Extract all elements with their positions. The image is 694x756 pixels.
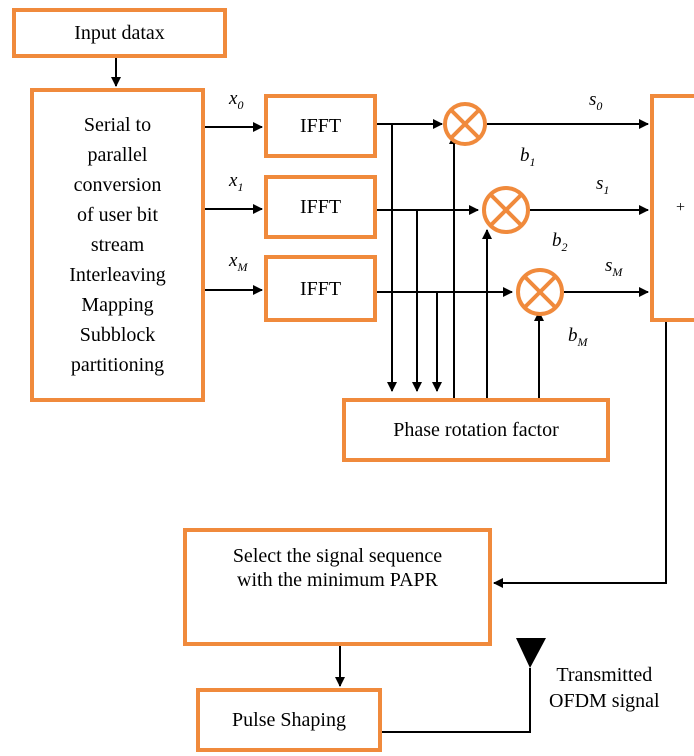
serial-to-parallel-box: Serial to parallel conversion of user bi… <box>30 88 205 402</box>
ifft-label-m: IFFT <box>299 277 342 300</box>
transmitted-ofdm-label: Transmitted OFDM signal <box>549 664 660 712</box>
b1-label: b1 <box>520 145 536 169</box>
ifft-box-0: IFFT <box>264 94 377 158</box>
serial-to-parallel-label: Serial to parallel conversion of user bi… <box>69 114 166 376</box>
b2-label: b2 <box>552 230 568 254</box>
ifft-box-1: IFFT <box>264 175 377 239</box>
line-pulse-to-antenna <box>382 668 531 733</box>
ifft-box-m: IFFT <box>264 255 377 322</box>
ifft-label-0: IFFT <box>299 115 342 137</box>
bm-label: bM <box>568 325 588 349</box>
s1-label: s1 <box>596 173 610 197</box>
summation-label: + <box>676 199 686 216</box>
pulse-shaping-label: Pulse Shaping <box>232 709 346 731</box>
sm-label: sM <box>605 255 623 279</box>
ifft-label-1: IFFT <box>299 196 342 218</box>
input-data-label: Input datax <box>74 22 165 44</box>
select-min-papr-label: Select the signal sequence with the mini… <box>232 545 443 591</box>
x1-label: x1 <box>229 170 244 194</box>
pulse-shaping-box: Pulse Shaping <box>196 688 382 752</box>
phase-rotation-box: Phase rotation factor <box>342 398 610 462</box>
arrow-sum-to-select <box>493 322 667 588</box>
s0-label: s0 <box>589 89 603 113</box>
phase-rotation-label: Phase rotation factor <box>393 419 559 441</box>
input-data-box: Input datax <box>12 8 227 58</box>
antenna-icon <box>516 638 546 668</box>
xm-label: xM <box>229 250 248 274</box>
x0-label: x0 <box>229 88 244 112</box>
summation-box: + <box>650 94 694 322</box>
select-min-papr-box: Select the signal sequence with the mini… <box>183 528 492 646</box>
